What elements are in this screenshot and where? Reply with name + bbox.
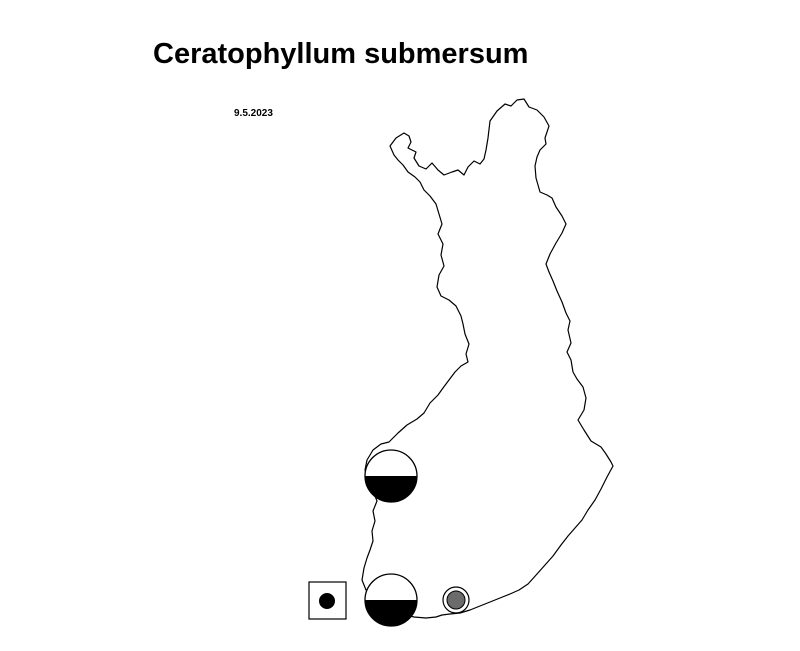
gray-dot-marker-south-coast xyxy=(442,586,470,614)
map-date: 9.5.2023 xyxy=(234,108,273,119)
black-dot-marker-aland xyxy=(308,581,347,620)
half-filled-circle-marker-west-coast xyxy=(364,449,418,503)
map-title: Ceratophyllum submersum xyxy=(153,38,529,70)
half-filled-circle-marker-southwest xyxy=(364,573,418,627)
finland-outline xyxy=(361,98,614,619)
